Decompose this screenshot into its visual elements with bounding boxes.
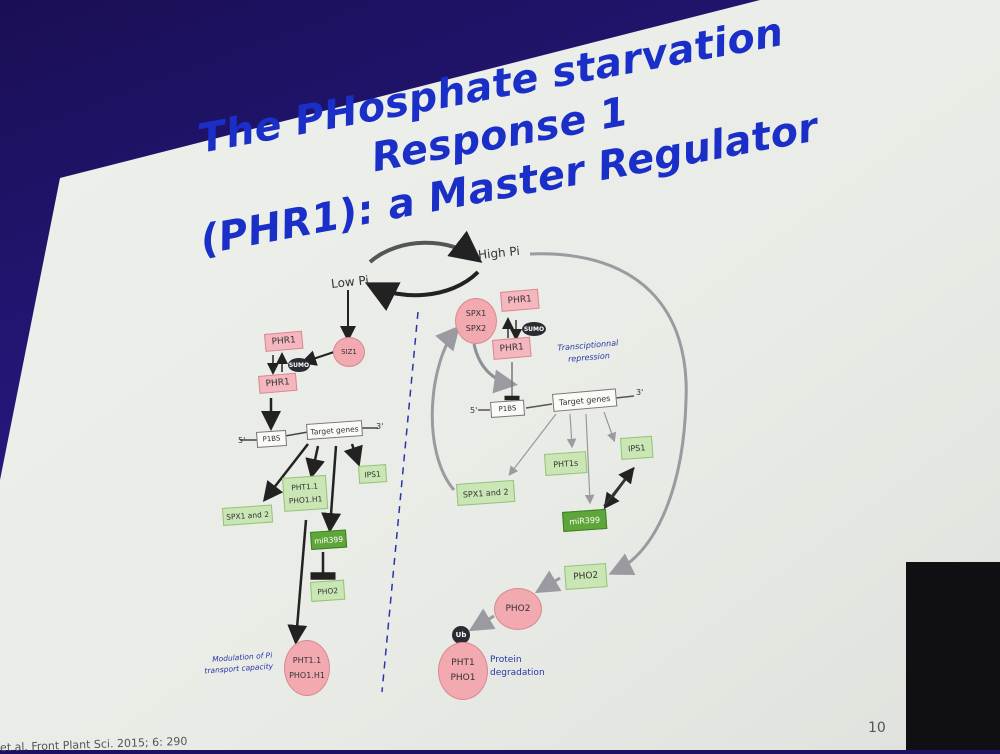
highpi-pho2-arrow: [529, 252, 688, 576]
left-spx-box: SPX1 and 2: [222, 504, 274, 526]
right-ips1-box: IPS1: [620, 435, 654, 460]
right-tg-spx-arrow: [508, 413, 557, 476]
right-target-genes-box: Target genes: [552, 388, 618, 412]
left-tg-mir-arrow: [321, 445, 342, 533]
left-pht-circle-line1: PHT1.1: [292, 656, 322, 665]
right-pht-pho-circle: PHT1 PHO1: [438, 642, 488, 700]
modulation-label: Modulation of Pi transport capacity: [203, 650, 273, 677]
left-target-genes-box: Target genes: [306, 420, 363, 440]
left-pht-box: PHT1.1 PHO1.H1: [282, 474, 329, 512]
spx-loop-arrow: [430, 325, 460, 491]
right-tg-pht1s-arrow: [566, 413, 577, 449]
right-pht1-label: PHT1: [451, 658, 475, 668]
right-phr1-top: PHR1: [500, 288, 540, 312]
podium-silhouette: [906, 562, 1000, 750]
right-p1bs-box: P1BS: [490, 399, 526, 418]
right-mir399-box: miR399: [562, 508, 608, 532]
left-tg-ips-arrow: [343, 443, 363, 467]
low-pi-label: Low Pi: [330, 273, 370, 291]
cycle-arrow-bottom: [364, 270, 480, 312]
left-phr1-top: PHR1: [264, 330, 304, 352]
right-spx-line2: SPX2: [465, 324, 487, 333]
left-tg-spx-arrow: [262, 443, 309, 502]
left-tg-pht-arrow: [305, 445, 325, 479]
page-number: 10: [868, 720, 886, 736]
degradation-line2: degradation: [490, 668, 545, 678]
right-five-prime: 5': [470, 406, 478, 415]
pho2box-pho2circle-arrow: [534, 570, 562, 594]
left-three-prime: 3': [376, 422, 384, 431]
left-five-prime: 5': [238, 436, 246, 445]
left-promoter-line: [240, 427, 378, 441]
left-pht-line2: PHO1.H1: [288, 494, 323, 506]
left-pht-circle-line2: PHO1.H1: [289, 671, 325, 680]
citation-text: et al. Front Plant Sci. 2015; 6: 290: [0, 734, 188, 754]
right-pho2-circle: PHO2: [494, 588, 542, 630]
right-tg-mir-arrow: [584, 413, 595, 505]
left-pho2-box: PHO2: [310, 579, 346, 602]
repression-label: Transciptionnal repression: [557, 337, 620, 366]
pho2-ub-arrow: [468, 608, 496, 632]
right-pho2-box: PHO2: [564, 563, 608, 590]
right-promoter-line: [478, 395, 635, 411]
high-pi-label: High Pi: [477, 243, 521, 263]
right-tg-ips-arrow: [603, 411, 617, 443]
right-spx-box: SPX1 and 2: [456, 479, 516, 506]
right-pho1-label: PHO1: [450, 673, 476, 683]
right-spx-circle: SPX1 SPX2: [455, 298, 497, 344]
pht-circle-arrow: [287, 519, 308, 645]
left-pht-circle: PHT1.1 PHO1.H1: [284, 640, 330, 696]
left-phr1-bottom: PHR1: [258, 372, 298, 394]
left-siz1-circle: SIZ1: [333, 337, 365, 367]
mir-ips-arrow: [603, 466, 635, 507]
right-spx-line1: SPX1: [465, 309, 487, 318]
right-phr1-bottom: PHR1: [492, 336, 532, 360]
degradation-label: Protein degradation: [490, 654, 545, 680]
siz1-label: SIZ1: [341, 347, 357, 356]
dashed-separator: [381, 311, 419, 693]
spx-repression-arrow: [472, 343, 518, 394]
left-ips1-box: IPS1: [358, 464, 388, 484]
left-p1bs-box: P1BS: [256, 429, 288, 448]
right-pho2-circle-label: PHO2: [505, 603, 531, 614]
left-sumo-badge: SUMO: [288, 358, 310, 372]
ub-badge: Ub: [452, 626, 470, 644]
siz1-sumo-arrow: [300, 350, 335, 366]
cycle-arrow-top: [368, 230, 483, 264]
degradation-line1: Protein: [490, 655, 522, 665]
left-mir399-box: miR399: [310, 529, 348, 550]
right-sumo-badge: SUMO: [522, 322, 546, 336]
right-three-prime: 3': [636, 388, 644, 397]
right-pht1s-box: PHT1s: [544, 451, 588, 476]
